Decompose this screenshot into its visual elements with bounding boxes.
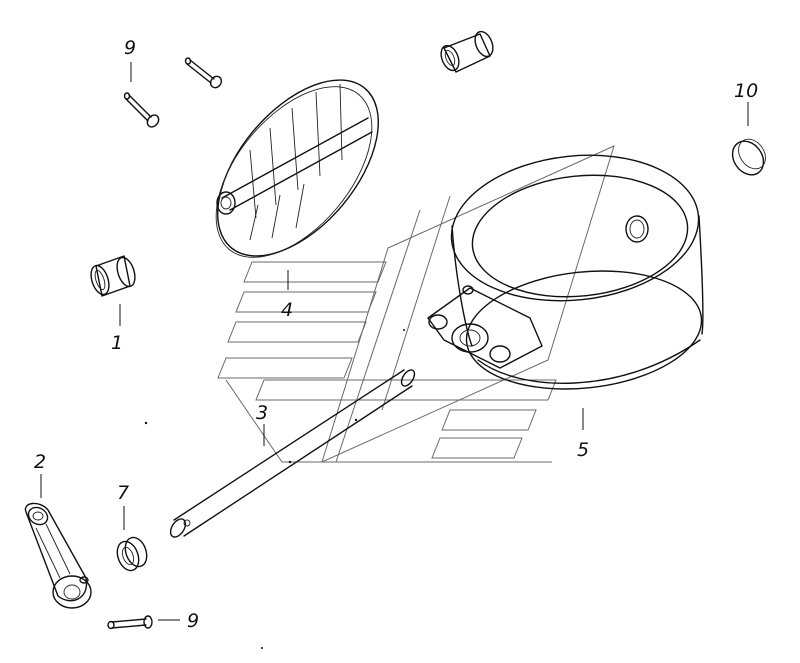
speck [261, 647, 263, 649]
part-3-shaft [169, 369, 416, 538]
part-1-bushing [90, 255, 136, 297]
callout-9-bottom: 9 [187, 610, 199, 632]
watermark-logo [217, 145, 615, 463]
speck [403, 329, 405, 331]
pin-upper-1 [184, 57, 223, 89]
leader-lines [40, 62, 749, 621]
part-7-seal [116, 536, 148, 572]
part-4-damper-flap [215, 79, 379, 258]
callout-5: 5 [577, 439, 589, 461]
callout-labels: 9 10 4 1 3 5 2 7 9 [34, 37, 758, 632]
pin-upper-2 [123, 92, 160, 128]
bushing-top [440, 30, 494, 73]
callout-9-top: 9 [124, 37, 136, 59]
callout-2: 2 [34, 451, 46, 473]
callout-10: 10 [734, 80, 758, 102]
part-10-plug [731, 138, 766, 176]
pin-lower [107, 615, 153, 630]
callout-3: 3 [256, 402, 268, 424]
part-2-lever [24, 502, 92, 609]
callout-4: 4 [281, 299, 293, 321]
speck [144, 421, 148, 425]
callout-7: 7 [117, 482, 129, 504]
callout-1: 1 [111, 332, 123, 354]
part-5-housing [427, 154, 704, 390]
